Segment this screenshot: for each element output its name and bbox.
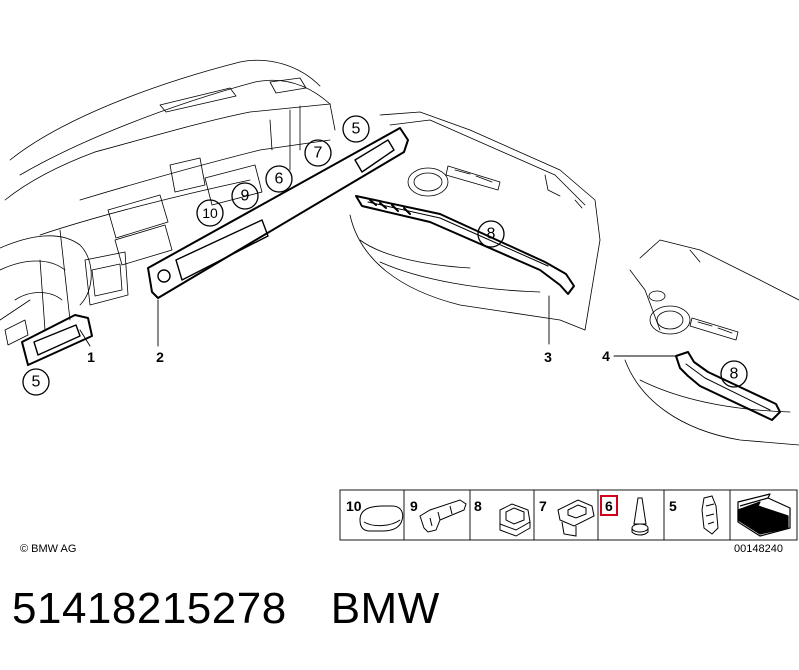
legend-label-5[interactable]: 5 (669, 498, 677, 514)
dashboard-drawing (0, 59, 336, 346)
trim-part-1[interactable] (21, 314, 93, 366)
legend-label-8[interactable]: 8 (474, 498, 482, 514)
callout-circle-9[interactable] (231, 182, 259, 210)
callout-10: 10 (202, 205, 218, 221)
callout-circle-8-mid[interactable] (477, 220, 505, 248)
plug-icon (359, 505, 404, 532)
trim-part-4[interactable] (675, 351, 781, 421)
bracket-clip-icon (419, 499, 467, 533)
part-number-label-4[interactable]: 4 (602, 348, 610, 364)
callout-circle-8-right[interactable] (720, 360, 748, 388)
legend-label-6[interactable]: 6 (605, 498, 613, 514)
spring-clip-icon (701, 495, 719, 535)
fastener-legend: 10 9 8 7 6 5 (339, 489, 798, 541)
diagram-id: 00148240 (734, 543, 783, 555)
callout-circle-5-left[interactable] (22, 368, 50, 396)
part-number-label-3[interactable]: 3 (544, 349, 552, 365)
trim-part-3[interactable] (355, 195, 575, 295)
callout-9: 9 (241, 188, 250, 205)
callout-8-right: 8 (730, 366, 739, 383)
callout-circle-5-top[interactable] (342, 115, 370, 143)
clip-nut-icon (499, 503, 531, 537)
callout-6: 6 (275, 171, 284, 188)
callout-5-top: 5 (352, 121, 361, 138)
expanding-clip-icon (557, 499, 595, 537)
legend-highlight-box (600, 495, 618, 516)
door-panel-front (349, 111, 601, 331)
brand-name: BMW (330, 584, 440, 633)
legend-label-10[interactable]: 10 (346, 498, 362, 514)
part-number: 51418215278 (12, 584, 287, 633)
callout-8-mid: 8 (487, 226, 496, 243)
part-number-label-1[interactable]: 1 (87, 349, 95, 365)
callout-circle-7[interactable] (304, 139, 332, 167)
door-panel-rear (624, 239, 799, 446)
callout-circle-10[interactable] (196, 199, 224, 227)
legend-label-9[interactable]: 9 (410, 498, 418, 514)
part-number-label-2[interactable]: 2 (156, 349, 164, 365)
trim-part-2[interactable] (147, 127, 409, 299)
arrow-icon (737, 493, 791, 537)
callout-5-left: 5 (32, 374, 41, 391)
legend-label-7[interactable]: 7 (539, 498, 547, 514)
leader-1 (79, 329, 91, 347)
rivet-pin-icon (631, 497, 649, 536)
copyright-text: © BMW AG (20, 543, 76, 555)
callout-7: 7 (314, 145, 323, 162)
callout-circle-6[interactable] (265, 165, 293, 193)
footer-part-number: 51418215278 BMW (12, 584, 440, 634)
